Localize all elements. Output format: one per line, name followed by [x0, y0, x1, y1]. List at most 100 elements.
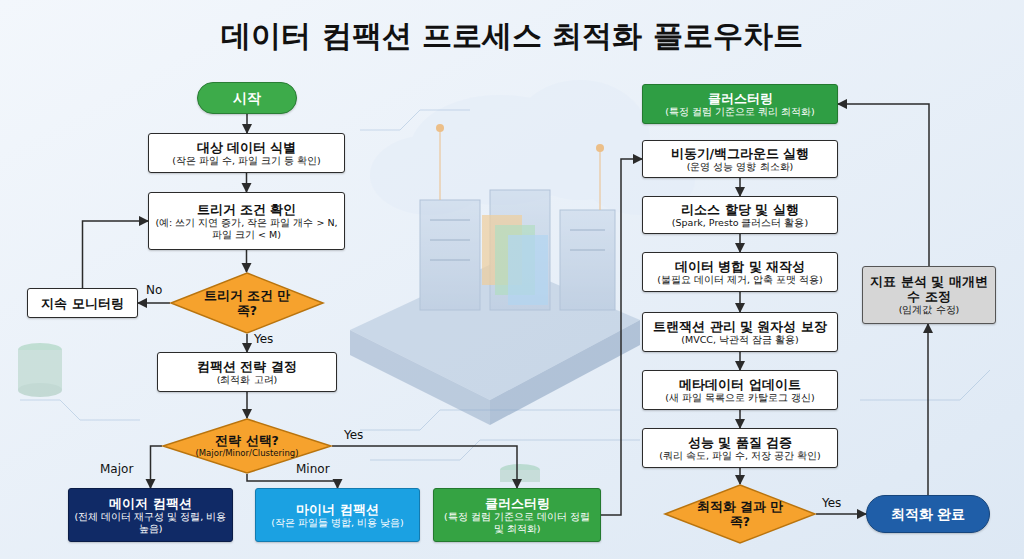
- process-box: 메타데이터 업데이트(새 파일 목록으로 카탈로그 갱신): [642, 370, 838, 410]
- end-terminal: 최적화 완료: [866, 495, 990, 533]
- server-platform: [350, 330, 490, 425]
- minor-compaction-box: 마이너 컴팩션(작은 파일들 병합, 비용 낮음): [255, 488, 420, 542]
- node-content: 메타데이터 업데이트(새 파일 목록으로 카탈로그 갱신): [661, 377, 819, 403]
- node-detail: (Spark, Presto 클러스터 활용): [672, 217, 808, 228]
- process-box: 대상 데이터 식별(작은 파일 수, 파일 크기 등 확인): [148, 133, 345, 173]
- server-rack: [560, 210, 615, 310]
- server-platform: [490, 320, 640, 425]
- diamond-shape: [665, 485, 815, 543]
- clustering-box: 클러스터링(특정 컬럼 기준으로 쿼리 최적화): [642, 84, 838, 124]
- circuit-line: [860, 370, 990, 400]
- flow-arrow: [739, 178, 741, 196]
- flow-arrow: [247, 474, 338, 488]
- node-detail: (불필요 데이터 제거, 압축 포맷 적용): [657, 274, 823, 285]
- node-content: 지표 분석 및 매개변수 조정(임계값 수정): [863, 274, 995, 315]
- flow-arrow: [246, 114, 248, 133]
- node-detail: (특정 컬럼 기준으로 쿼리 최적화): [665, 106, 815, 117]
- node-title: 전략 선택?: [195, 433, 298, 448]
- node-content: 대상 데이터 식별(작은 파일 수, 파일 크기 등 확인): [168, 140, 325, 166]
- flow-arrow: [739, 410, 741, 428]
- circuit-line: [20, 400, 140, 420]
- node-title: 최적화 결과 만족?: [692, 499, 788, 529]
- process-box: 트리거 조건 확인(예: 쓰기 지연 증가, 작은 파일 개수 > N, 파일 …: [148, 192, 345, 250]
- node-content: 마이너 컴팩션(작은 파일들 병합, 비용 낮음): [267, 502, 408, 528]
- node-detail: (Major/Minor/Clustering): [195, 448, 298, 458]
- edge-label: Major: [100, 462, 133, 476]
- node-title: 대상 데이터 식별: [172, 140, 321, 155]
- process-box: 컴팩션 전략 결정(최적화 고려): [157, 352, 337, 392]
- circuit-line: [360, 410, 620, 430]
- flow-arrow: [332, 446, 517, 488]
- node-detail: (전체 데이터 재구성 및 정렬, 비용 높음): [73, 511, 228, 534]
- node-title: 트리거 조건 확인: [153, 202, 340, 217]
- node-title: 메타데이터 업데이트: [665, 377, 815, 392]
- node-detail: (쿼리 속도, 파일 수, 저장 공간 확인): [659, 450, 821, 461]
- node-content: 성능 및 품질 검증(쿼리 속도, 파일 수, 저장 공간 확인): [655, 435, 825, 461]
- diamond-shape: [171, 273, 323, 333]
- node-title: 트리거 조건 만족?: [199, 288, 295, 318]
- data-panel: [508, 235, 548, 305]
- process-box: 지속 모니터링: [27, 288, 138, 318]
- process-box: 트랜잭션 관리 및 원자성 보장(MVCC, 낙관적 잠금 활용): [642, 312, 838, 352]
- flow-arrow: [246, 173, 248, 192]
- node-content: 리소스 할당 및 실행(Spark, Presto 클러스터 활용): [668, 202, 812, 228]
- node-content: 트리거 조건 확인(예: 쓰기 지연 증가, 작은 파일 개수 > N, 파일 …: [149, 202, 344, 240]
- flow-arrow: [739, 352, 741, 370]
- node-content: 클러스터링(특정 컬럼 기준으로 쿼리 최적화): [661, 91, 819, 117]
- signal-dot: [436, 124, 444, 132]
- clustering-box: 클러스터링(특정 컬럼 기준으로 데이터 정렬 및 최적화): [433, 488, 601, 542]
- process-box: 성능 및 품질 검증(쿼리 속도, 파일 수, 저장 공간 확인): [642, 428, 838, 468]
- flow-arrow: [246, 392, 248, 418]
- flow-arrow: [246, 250, 248, 272]
- node-title: 트랜잭션 관리 및 원자성 보장: [653, 319, 826, 334]
- flow-arrow: [838, 104, 929, 266]
- node-content: 전략 선택?(Major/Minor/Clustering): [191, 433, 302, 458]
- rack-slot: [430, 220, 470, 221]
- edge-label: No: [146, 283, 162, 297]
- process-box: 데이터 병합 및 재작성(불필요 데이터 제거, 압축 포맷 적용): [642, 252, 838, 292]
- rack-slot: [570, 250, 605, 251]
- node-detail: (MVCC, 낙관적 잠금 활용): [653, 334, 826, 345]
- node-title: 메이저 컴팩션: [73, 496, 228, 511]
- chart-title: 데이터 컴팩션 프로세스 최적화 플로우차트: [0, 16, 1024, 57]
- node-detail: (예: 쓰기 지연 증가, 작은 파일 개수 > N, 파일 크기 < M): [153, 217, 340, 240]
- feedback-box: 지표 분석 및 매개변수 조정(임계값 수정): [862, 266, 996, 324]
- circuit-line: [360, 110, 470, 130]
- signal-dot: [596, 144, 604, 152]
- server-rack: [490, 190, 550, 310]
- node-title: 지표 분석 및 매개변수 조정: [867, 274, 991, 304]
- node-content: 트리거 조건 만족?: [195, 288, 299, 318]
- rack-slot: [430, 260, 470, 261]
- node-content: 비동기/백그라운드 실행(운영 성능 영향 최소화): [667, 146, 814, 172]
- flow-arrow: [739, 292, 741, 312]
- database-cylinder: [18, 383, 62, 397]
- rack-slot: [430, 240, 470, 241]
- start-terminal: 시작: [197, 82, 297, 114]
- node-content: 컴팩션 전략 결정(최적화 고려): [193, 359, 301, 385]
- node-title: 클러스터링: [438, 496, 596, 511]
- node-detail: (운영 성능 영향 최소화): [671, 161, 810, 172]
- node-content: 지속 모니터링: [37, 296, 127, 311]
- major-compaction-box: 메이저 컴팩션(전체 데이터 재구성 및 정렬, 비용 높음): [68, 488, 233, 542]
- node-detail: (임계값 수정): [867, 304, 991, 315]
- node-content: 최적화 완료: [887, 506, 970, 522]
- node-title: 최적화 완료: [891, 506, 966, 522]
- node-detail: (최적화 고려): [197, 374, 297, 385]
- node-detail: (작은 파일들 병합, 비용 낮음): [271, 517, 404, 528]
- node-detail: (특정 컬럼 기준으로 데이터 정렬 및 최적화): [438, 511, 596, 534]
- node-content: 시작: [229, 90, 265, 106]
- decision-diamond: 최적화 결과 만족?: [664, 484, 816, 544]
- node-content: 트랜잭션 관리 및 원자성 보장(MVCC, 낙관적 잠금 활용): [649, 319, 830, 345]
- edge-label: Minor: [296, 462, 330, 476]
- flow-arrow: [246, 334, 248, 352]
- edge-label: Yes: [822, 496, 841, 510]
- decision-diamond: 트리거 조건 만족?: [170, 272, 324, 334]
- flow-arrow: [927, 324, 929, 495]
- node-title: 성능 및 품질 검증: [659, 435, 821, 450]
- circuit-line: [370, 440, 640, 460]
- flow-arrow: [739, 234, 741, 252]
- node-title: 리소스 할당 및 실행: [672, 202, 808, 217]
